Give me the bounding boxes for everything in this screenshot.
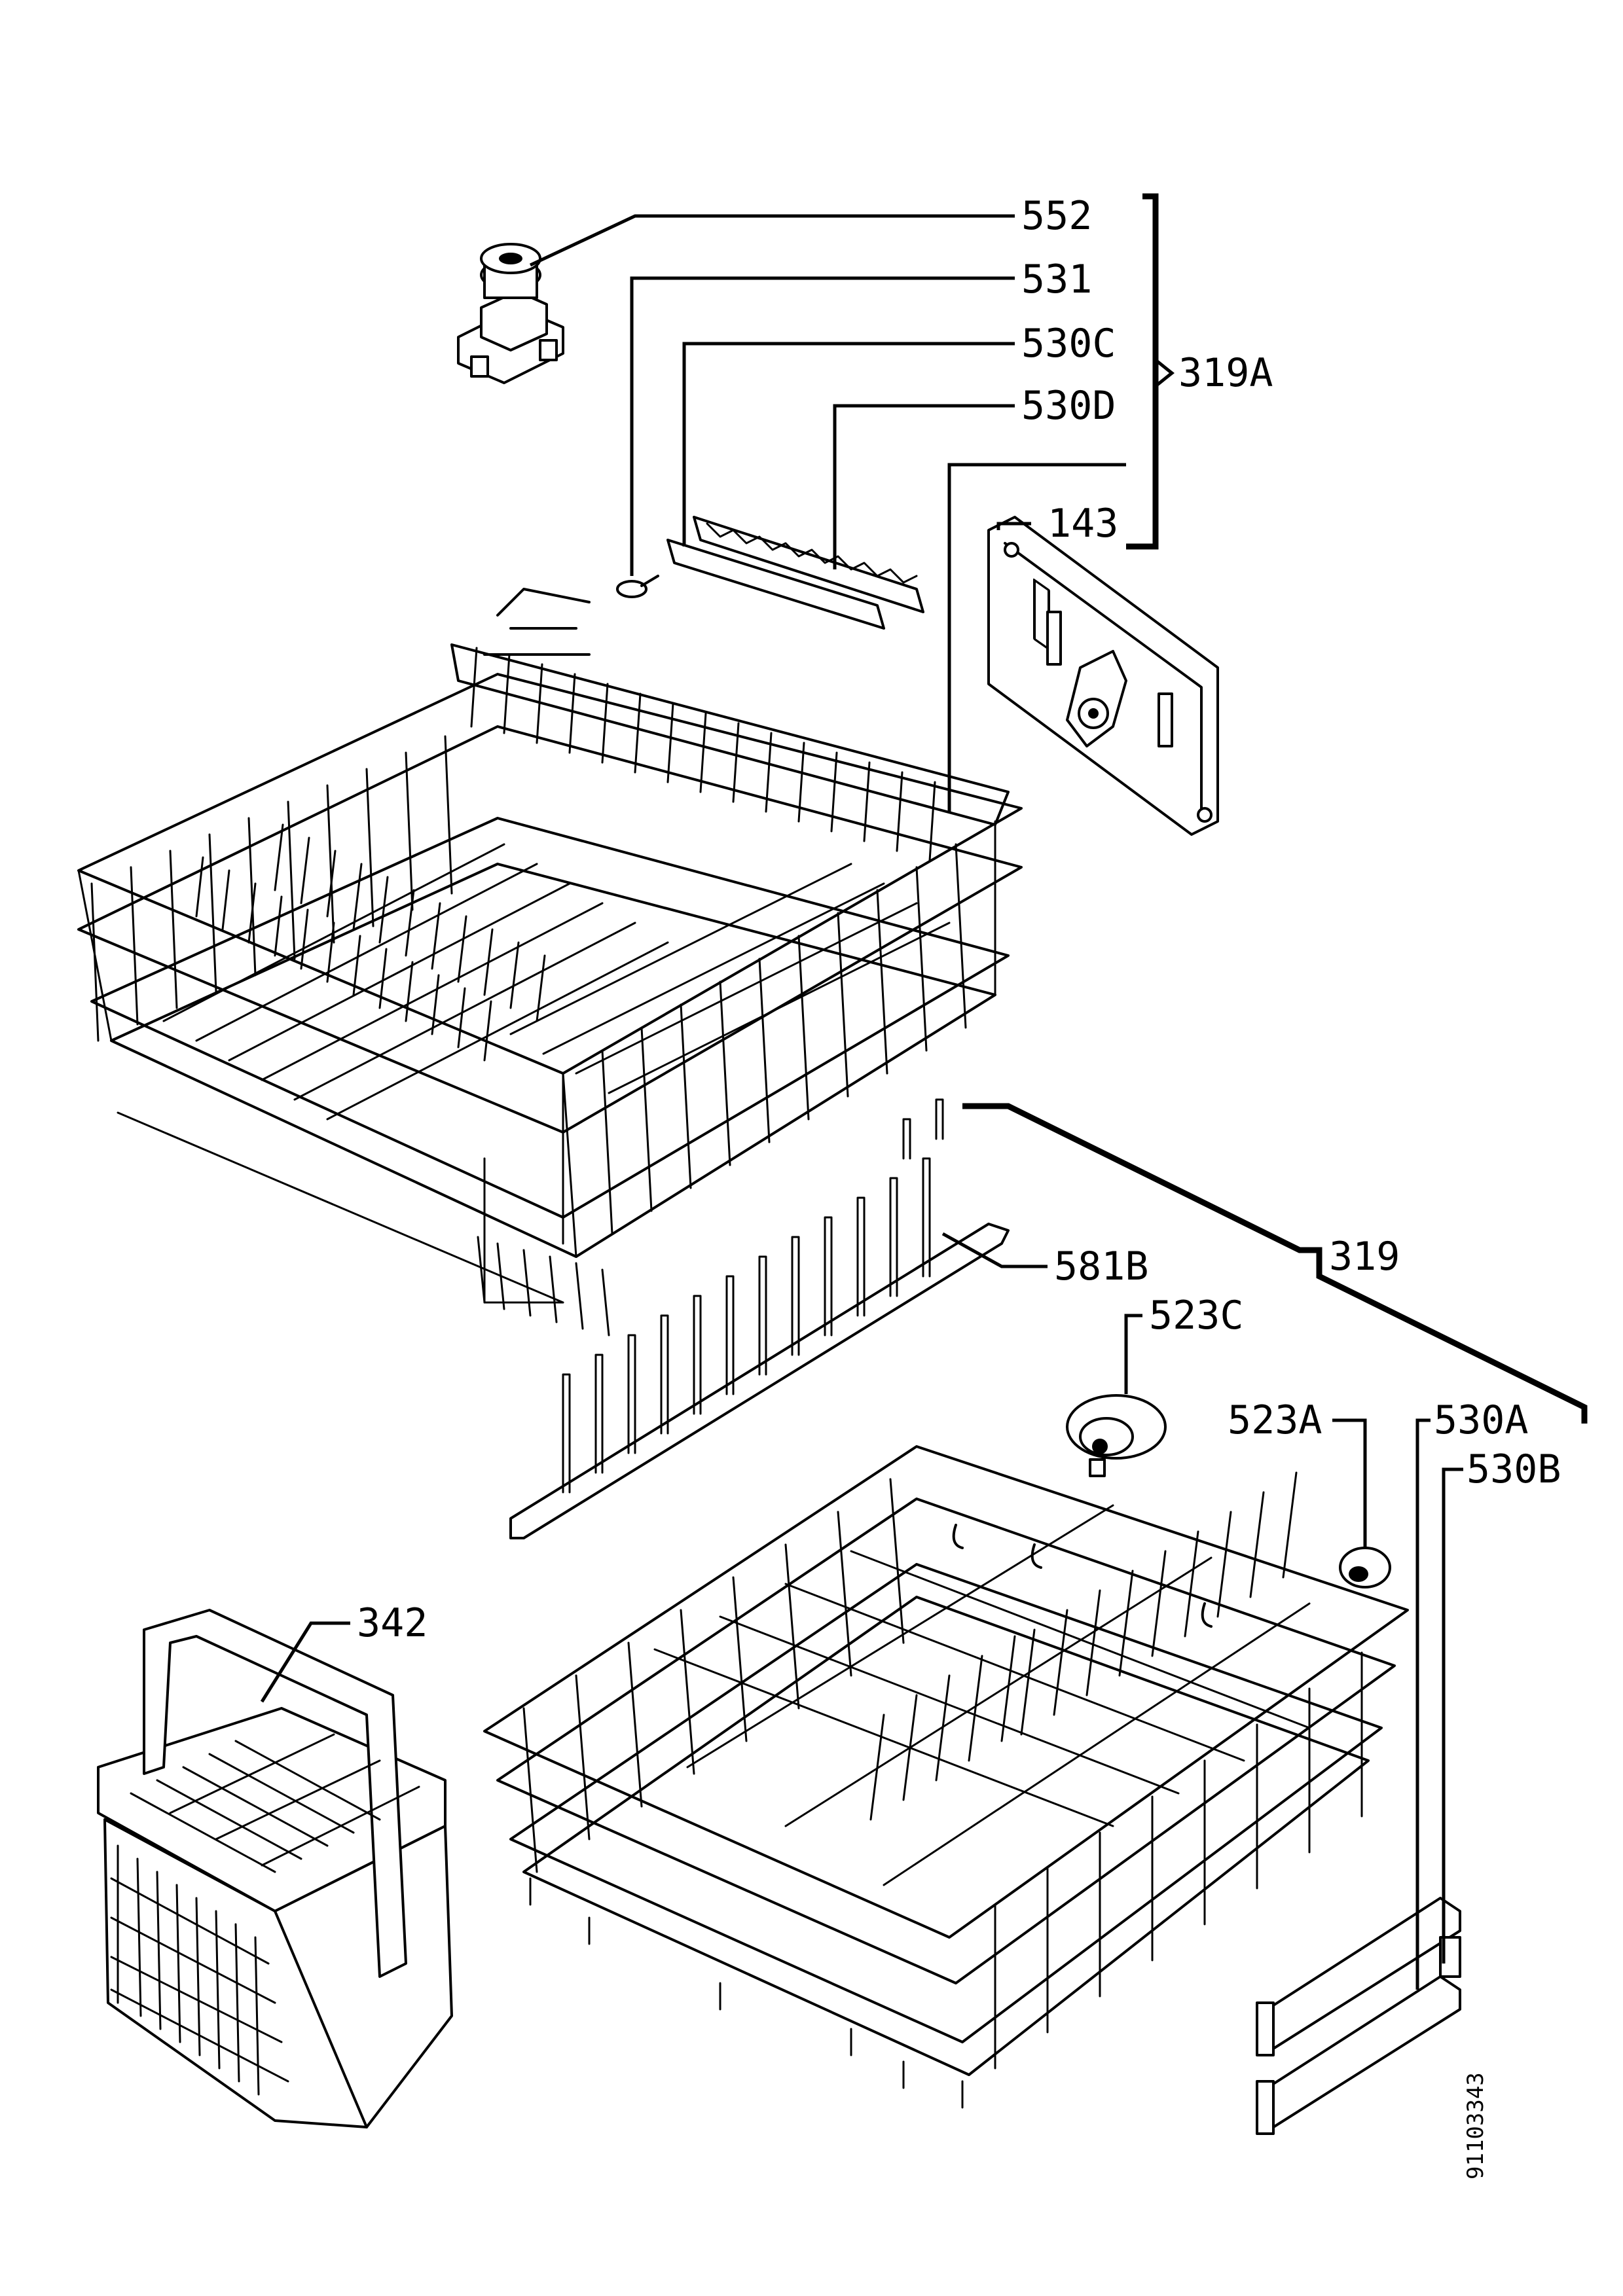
bracket-319a-tip: [1154, 359, 1175, 387]
bracket-319a: [1126, 193, 1159, 550]
drawing-number: 91103343: [1463, 2072, 1489, 2179]
leader-open-line: [947, 463, 1126, 812]
part-552-roller: [457, 243, 564, 384]
part-523a-small-wheel: [1339, 1547, 1391, 1588]
part-530a-rail: [1256, 1897, 1461, 2056]
lower-basket: [483, 1445, 1409, 2109]
part-531-screw: [616, 575, 659, 598]
bracket-319: [962, 1103, 1588, 1424]
leader-143: [996, 522, 1031, 530]
leader-581b: [941, 1232, 1048, 1268]
part-530b-rail: [1256, 1936, 1461, 2135]
label-552: 552: [1021, 193, 1092, 239]
label-319: 319: [1329, 1234, 1400, 1280]
leader-523a: [1332, 1418, 1367, 1548]
leader-530c: [682, 342, 1015, 547]
label-342: 342: [357, 1600, 428, 1646]
part-143-height-adjuster: [987, 516, 1219, 836]
label-319a: 319A: [1178, 350, 1273, 396]
label-523c: 523C: [1149, 1293, 1244, 1338]
part-523c-wheel: [1066, 1394, 1167, 1477]
upper-basket: [77, 588, 1023, 1336]
label-581b: 581B: [1054, 1244, 1149, 1289]
part-342-cutlery-basket: [97, 1609, 453, 2128]
label-530a: 530A: [1434, 1397, 1529, 1443]
part-530d-rack-rail: [693, 516, 924, 613]
part-530c-rail: [666, 539, 885, 630]
part-581b-tine-row: [509, 1098, 1010, 1539]
leader-531: [630, 276, 1015, 576]
label-143: 143: [1048, 501, 1118, 547]
leader-523c: [1124, 1314, 1142, 1394]
label-530d: 530D: [1021, 383, 1116, 429]
label-530c: 530C: [1021, 321, 1116, 367]
leader-552: [529, 214, 1015, 267]
label-530b: 530B: [1467, 1446, 1561, 1492]
label-523a: 523A: [1228, 1397, 1322, 1443]
leader-530a: [1415, 1418, 1431, 1990]
leader-342: [260, 1621, 350, 1703]
leader-530b: [1442, 1467, 1463, 1964]
leader-530d: [833, 404, 1015, 569]
label-531: 531: [1021, 257, 1092, 302]
